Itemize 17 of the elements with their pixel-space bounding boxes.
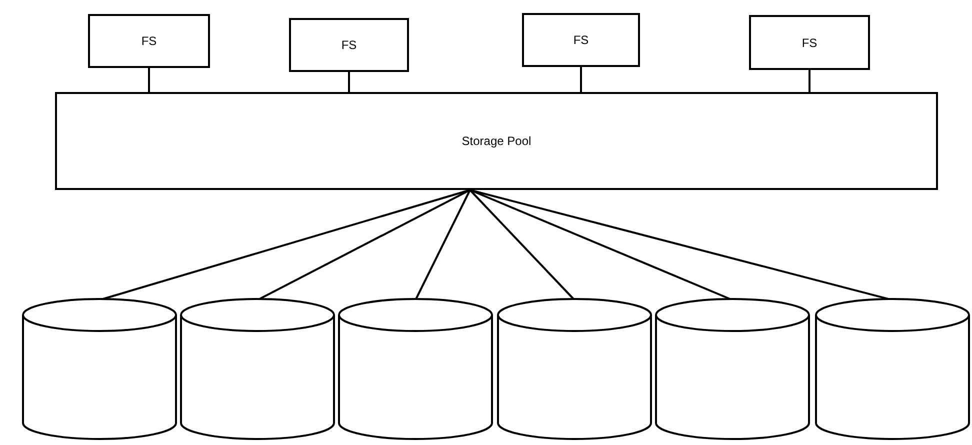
process-box [55, 92, 938, 190]
connector-line [469, 189, 576, 301]
connector-line [257, 189, 470, 301]
box-label: Storage Pool [462, 134, 532, 148]
box-label: FS [573, 33, 589, 47]
box-label: FS [341, 38, 357, 52]
process-box [88, 14, 210, 68]
box-label: FS [802, 36, 818, 50]
process-box [749, 15, 870, 70]
connector-line [348, 72, 350, 92]
connector-line [808, 70, 810, 92]
connector-line [414, 190, 471, 300]
connector-line [148, 68, 150, 92]
connector-line [580, 67, 582, 92]
process-box [289, 18, 409, 72]
box-label: FS [141, 34, 157, 48]
process-box [522, 13, 640, 67]
